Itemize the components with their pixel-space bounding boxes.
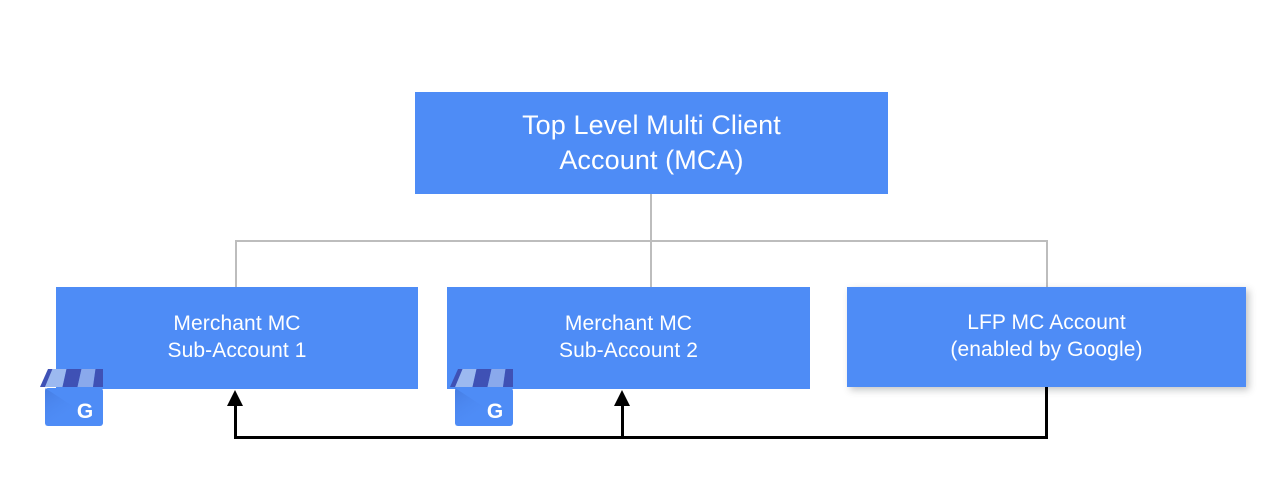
feedback-horizontal-line <box>234 436 1048 439</box>
feedback-riser-sub-account-2 <box>621 400 624 438</box>
connector-drop-sub-account-1 <box>235 240 237 288</box>
google-business-profile-icon: G <box>40 369 103 426</box>
feedback-arrowhead-sub-account-1 <box>227 390 243 406</box>
node-lfp-mc-account-label: LFP MC Account (enabled by Google) <box>950 311 1143 361</box>
node-merchant-sub-account-2-label: Merchant MC Sub-Account 2 <box>558 312 699 362</box>
feedback-riser-sub-account-1 <box>234 400 237 438</box>
google-business-profile-icon: G <box>450 369 513 426</box>
svg-text:G: G <box>487 400 503 423</box>
node-top-level-mca[interactable]: Top Level Multi Client Account (MCA) <box>415 92 888 194</box>
feedback-riser-lfp <box>1045 387 1048 439</box>
connector-mca-stem <box>650 194 652 242</box>
node-merchant-sub-account-1[interactable]: Merchant MC Sub-Account 1 <box>56 287 418 389</box>
node-merchant-sub-account-2[interactable]: Merchant MC Sub-Account 2 <box>447 287 810 389</box>
connector-horizontal-bus <box>235 240 1048 242</box>
node-top-level-mca-label: Top Level Multi Client Account (MCA) <box>522 110 781 175</box>
node-merchant-sub-account-1-label: Merchant MC Sub-Account 1 <box>167 312 307 362</box>
feedback-arrowhead-sub-account-2 <box>614 390 630 406</box>
svg-text:G: G <box>77 400 93 423</box>
connector-drop-lfp-account <box>1046 240 1048 288</box>
connector-drop-sub-account-2 <box>650 240 652 288</box>
node-lfp-mc-account[interactable]: LFP MC Account (enabled by Google) <box>847 287 1246 387</box>
